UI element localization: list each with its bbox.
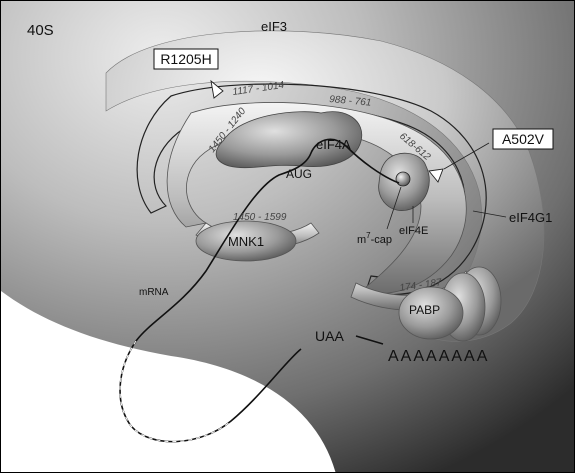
ribosome-40s-label: 40S xyxy=(27,22,54,39)
eif4a-label: eIF4A xyxy=(316,137,351,152)
mnk1-label: MNK1 xyxy=(228,234,264,249)
m7-cap-sphere xyxy=(396,172,410,186)
aug-label: AUG xyxy=(286,167,312,181)
polya-tail-label: AAAAAAAA xyxy=(388,348,489,365)
uaa-label: UAA xyxy=(315,328,344,344)
m7-cap-label: m7-cap xyxy=(357,231,392,246)
pabp-label: PABP xyxy=(409,303,440,317)
mrna-label: mRNA xyxy=(139,287,169,298)
eif3-label: eIF3 xyxy=(261,19,287,34)
eif4e-label: eIF4E xyxy=(399,225,428,237)
residue-range-1450-1599: 1450 - 1599 xyxy=(233,212,287,223)
eif4g1-label: eIF4G1 xyxy=(509,210,552,225)
a502v-label: A502V xyxy=(502,131,545,147)
r1205h-label: R1205H xyxy=(160,51,211,67)
